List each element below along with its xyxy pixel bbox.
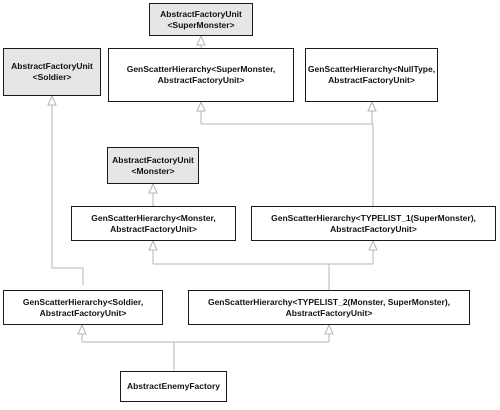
edge-arrowhead: [148, 182, 158, 194]
edge-arrowhead: [47, 94, 57, 106]
node-label-line2: AbstractFactoryUnit>: [157, 75, 245, 85]
node-label-line2: <Soldier>: [32, 72, 72, 82]
node-label-line2: AbstractFactoryUnit>: [39, 307, 127, 318]
node-label-line1: AbstractFactoryUnit: [11, 61, 93, 71]
node-gsh-typelist2: GenScatterHierarchy<TYPELIST_2(Monster, …: [188, 290, 470, 325]
edge-arrowhead: [196, 100, 206, 112]
node-label-line1: GenScatterHierarchy<Monster,: [91, 212, 216, 223]
node-label-line1: GenScatterHierarchy<TYPELIST_1(SuperMons…: [271, 212, 476, 223]
edge-abstract-enemy-factory-to-parents: [81, 325, 330, 371]
node-gsh-nulltype: GenScatterHierarchy<NullType, AbstractFa…: [305, 48, 438, 102]
node-label-line1: AbstractFactoryUnit: [112, 154, 194, 165]
node-label-line2: AbstractFactoryUnit>: [330, 223, 417, 234]
node-afu-monster: AbstractFactoryUnit <Monster>: [107, 147, 199, 184]
node-label-line1: AbstractFactoryUnit: [160, 8, 242, 19]
node-label-line2: <SuperMonster>: [167, 19, 235, 30]
node-afu-supermonster: AbstractFactoryUnit <SuperMonster>: [149, 3, 253, 36]
edge-arrowhead: [196, 34, 206, 46]
edge-arrowhead: [324, 323, 334, 335]
node-gsh-soldier: GenScatterHierarchy<Soldier, AbstractFac…: [3, 290, 163, 325]
node-label-line1: GenScatterHierarchy<TYPELIST_2(Monster, …: [207, 296, 451, 307]
node-gsh-monster: GenScatterHierarchy<Monster, AbstractFac…: [71, 206, 236, 241]
node-label-line1: AbstractEnemyFactory: [126, 381, 221, 391]
edge-gsh-typelist1-to-parents: [200, 102, 374, 207]
node-label-line1: GenScatterHierarchy<NullType,: [307, 64, 436, 74]
node-label-line1: GenScatterHierarchy<SuperMonster,: [126, 64, 276, 74]
edge-gsh-soldier-to-afu-soldier: [51, 96, 84, 285]
node-label-line2: <Monster>: [131, 165, 175, 176]
node-gsh-typelist1: GenScatterHierarchy<TYPELIST_1(SuperMons…: [251, 206, 496, 241]
edge-gsh-typelist2-to-parents: [152, 241, 374, 290]
node-gsh-supermonster: GenScatterHierarchy<SuperMonster, Abstra…: [108, 48, 294, 102]
node-abstract-enemy-factory: AbstractEnemyFactory: [120, 371, 227, 402]
node-label-line2: AbstractFactoryUnit>: [328, 75, 415, 85]
edge-arrowhead: [367, 100, 377, 112]
edge-arrowhead: [148, 239, 158, 251]
node-afu-soldier: AbstractFactoryUnit <Soldier>: [3, 48, 101, 96]
edge-arrowhead: [77, 323, 87, 335]
node-label-line2: AbstractFactoryUnit>: [110, 223, 197, 234]
node-label-line1: GenScatterHierarchy<Soldier,: [22, 296, 144, 307]
node-label-line2: AbstractFactoryUnit>: [285, 307, 373, 318]
edge-arrowhead: [368, 239, 378, 251]
